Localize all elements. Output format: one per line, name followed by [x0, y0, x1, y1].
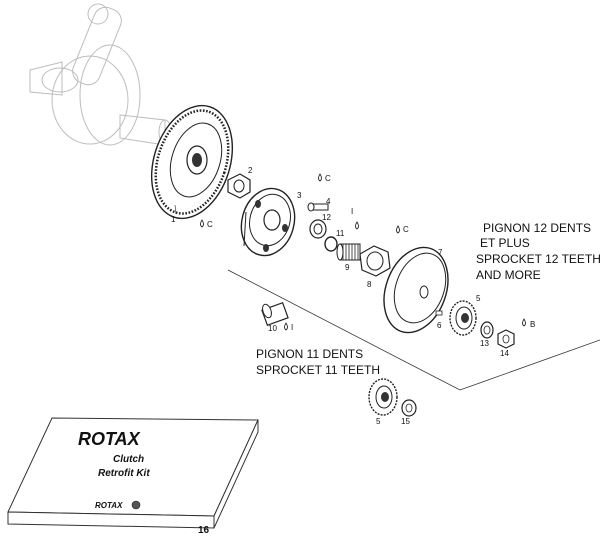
lube-label: I: [351, 207, 353, 216]
callout-3: 3: [297, 191, 302, 200]
note-pignon-12: PIGNON 12 DENTS ET PLUS SPROCKET 12 TEET…: [476, 221, 600, 282]
callout-9: 9: [345, 263, 350, 272]
lube-label: I: [291, 323, 293, 332]
callout-14: 14: [500, 349, 509, 358]
needle-bearing: [336, 243, 361, 261]
retrofit-kit-box: ROTAX Clutch Retrofit Kit ROTAX: [7, 417, 259, 529]
note-pignon-11: PIGNON 11 DENTS SPROCKET 11 TEETH: [256, 347, 380, 377]
bushing: [261, 301, 289, 327]
callout-13: 13: [480, 339, 489, 348]
svg-text:ET PLUS: ET PLUS: [480, 236, 530, 250]
sprocket-11-washer: [401, 399, 417, 417]
washer: [309, 219, 327, 239]
callout-2: 2: [248, 166, 253, 175]
sprocket-12-teeth: [449, 300, 477, 336]
drop-icon: [522, 318, 526, 327]
kit-footer-brand: ROTAX: [95, 501, 123, 510]
drop-icon: [396, 225, 400, 234]
crankshaft: [29, 3, 172, 146]
o-ring: [324, 236, 338, 252]
callout-7: 7: [438, 248, 443, 257]
svg-text:AND MORE: AND MORE: [476, 268, 541, 282]
part-callouts: 1 2 3 4 12 11 9 8 7 6 5 13 14 10 5 15: [171, 166, 509, 426]
svg-text:SPROCKET 12 TEETH: SPROCKET 12 TEETH: [476, 252, 600, 266]
bolt: [307, 202, 329, 212]
sprocket-11-teeth: [368, 378, 398, 416]
callout-12: 12: [322, 213, 331, 222]
callout-11: 11: [336, 229, 345, 238]
drop-icon: [200, 219, 204, 228]
kit-emblem-icon: [131, 500, 141, 510]
drop-icon: [284, 322, 288, 331]
clutch-hub: [240, 187, 296, 257]
sprocket-washer: [480, 321, 494, 339]
callout-5-lower: 5: [376, 417, 381, 426]
callout-15: 15: [401, 417, 410, 426]
svg-text:PIGNON 12 DENTS: PIGNON 12 DENTS: [483, 221, 591, 235]
svg-text:PIGNON 11 DENTS: PIGNON 11 DENTS: [256, 347, 363, 361]
callout-1: 1: [171, 215, 176, 224]
kit-brand: ROTAX: [78, 429, 141, 449]
lube-label: C: [325, 174, 331, 183]
callout-4: 4: [326, 197, 331, 206]
lube-label: C: [403, 225, 409, 234]
drop-icon: [318, 173, 322, 182]
callout-10: 10: [268, 324, 277, 333]
drop-icon: [355, 221, 359, 230]
kit-line-2: Retrofit Kit: [98, 468, 150, 479]
clutch-drum: [383, 246, 449, 334]
callout-5-upper: 5: [476, 294, 481, 303]
lube-label: C: [207, 220, 213, 229]
lube-label: B: [530, 320, 535, 329]
callout-6: 6: [437, 321, 442, 330]
callout-8: 8: [367, 280, 372, 289]
separator-line: [227, 269, 600, 391]
end-nut: [497, 329, 515, 349]
kit-line-1: Clutch: [113, 454, 144, 465]
nut: [227, 173, 251, 199]
figure-number: 16: [198, 525, 210, 536]
svg-text:SPROCKET 11 TEETH: SPROCKET 11 TEETH: [256, 363, 380, 377]
spacer: [359, 245, 391, 277]
pin: [435, 310, 443, 316]
ring-gear: [150, 104, 234, 220]
lube-drop-icons: [200, 173, 526, 331]
